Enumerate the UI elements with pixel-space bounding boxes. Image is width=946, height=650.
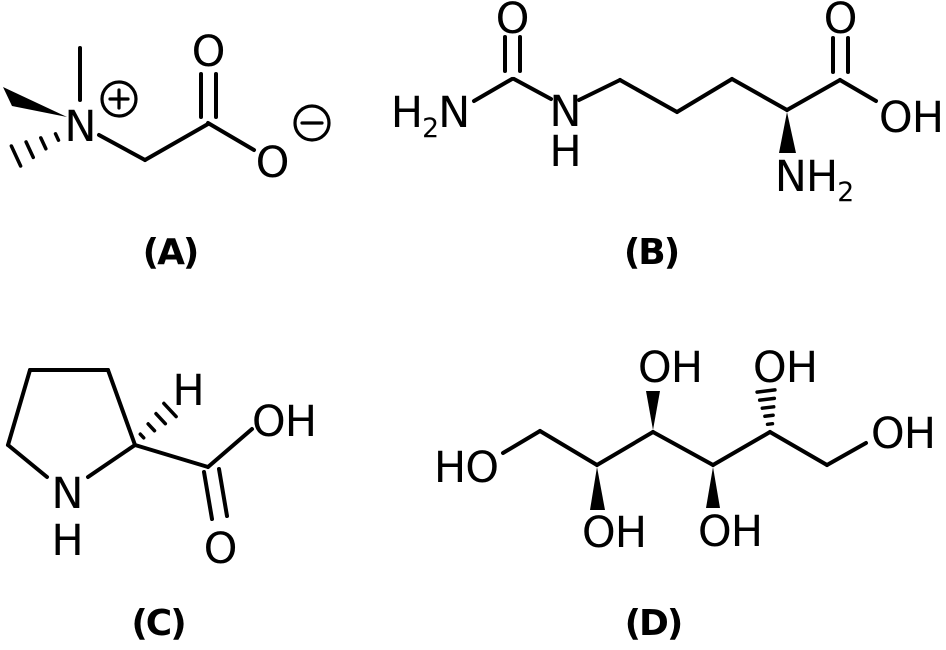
atom-label: NH2 <box>775 152 853 208</box>
bond <box>86 443 137 479</box>
bond <box>143 122 210 162</box>
bond <box>825 441 868 467</box>
bond <box>618 78 679 114</box>
atom-label: O <box>496 0 529 44</box>
hashed-wedge-bond-dash <box>760 405 776 410</box>
atom-label: OH <box>871 409 935 459</box>
bond <box>97 133 147 162</box>
bond <box>133 443 210 469</box>
hashed-wedge-bond-dash <box>757 396 777 402</box>
hashed-wedge-bond-dash <box>154 411 168 426</box>
hashed-wedge-bond-dash <box>162 401 178 419</box>
bond <box>206 121 256 152</box>
hashed-wedge-bond-dash <box>138 432 146 440</box>
atom-label: N <box>549 87 580 137</box>
atom-label: H <box>549 127 580 177</box>
bond <box>785 78 842 112</box>
bond <box>651 430 715 467</box>
atom-label: N <box>51 469 82 519</box>
minus-charge-icon <box>293 104 331 142</box>
wedge-bond <box>646 391 660 430</box>
atom-label: OH <box>582 508 646 558</box>
bond <box>202 470 214 521</box>
bond <box>577 78 622 102</box>
hashed-wedge-bond-dash <box>9 144 23 168</box>
molecule-d: HO OH OH OH OH OH (D) <box>434 343 936 644</box>
structure-caption-d: (D) <box>625 603 682 644</box>
bond <box>106 368 137 447</box>
structure-caption-b: (B) <box>624 232 678 273</box>
hashed-wedge-bond-dash <box>755 388 777 394</box>
bond <box>768 430 829 467</box>
hashed-wedge-bond-dash <box>146 422 157 433</box>
plus-charge-icon <box>100 80 138 118</box>
hashed-wedge-bond-dash <box>763 413 775 418</box>
bond <box>512 77 553 101</box>
atom-label: OH <box>698 507 762 557</box>
bond <box>838 78 878 103</box>
hashed-wedge-bond-dash <box>24 140 35 160</box>
hashed-wedge-bond-dash <box>765 421 775 427</box>
molecule-a: N O O (A) <box>3 27 331 273</box>
bond <box>675 77 734 114</box>
hashed-wedge-bond-dash <box>53 132 61 142</box>
structure-caption-a: (A) <box>143 232 198 273</box>
bond <box>472 77 514 103</box>
atom-label: HO <box>434 443 498 493</box>
bond <box>6 368 32 447</box>
hashed-wedge-bond-dash <box>39 136 48 151</box>
atom-label: OH <box>753 343 817 393</box>
atom-label: H2N <box>391 88 469 144</box>
bond <box>206 427 254 469</box>
atom-label: O <box>192 27 225 77</box>
atom-label: N <box>64 102 95 152</box>
atom-label: OH <box>879 93 943 143</box>
atom-label: O <box>204 524 237 574</box>
bond <box>501 429 542 455</box>
atom-label: O <box>824 0 857 44</box>
bond <box>6 443 49 479</box>
structure-caption-c: (C) <box>131 603 184 644</box>
bond <box>711 430 772 467</box>
bond <box>595 430 655 467</box>
wedge-bond <box>3 87 67 117</box>
wedge-bond <box>779 112 796 153</box>
atom-label: H <box>172 366 203 416</box>
bond <box>730 77 789 112</box>
bond <box>217 467 229 518</box>
atom-label: OH <box>252 397 316 447</box>
atom-label: H <box>51 516 82 566</box>
atom-label: OH <box>638 343 702 393</box>
wedge-bond <box>706 467 720 508</box>
wedge-bond <box>590 467 605 510</box>
bond <box>538 429 599 467</box>
atom-label: O <box>256 138 289 188</box>
